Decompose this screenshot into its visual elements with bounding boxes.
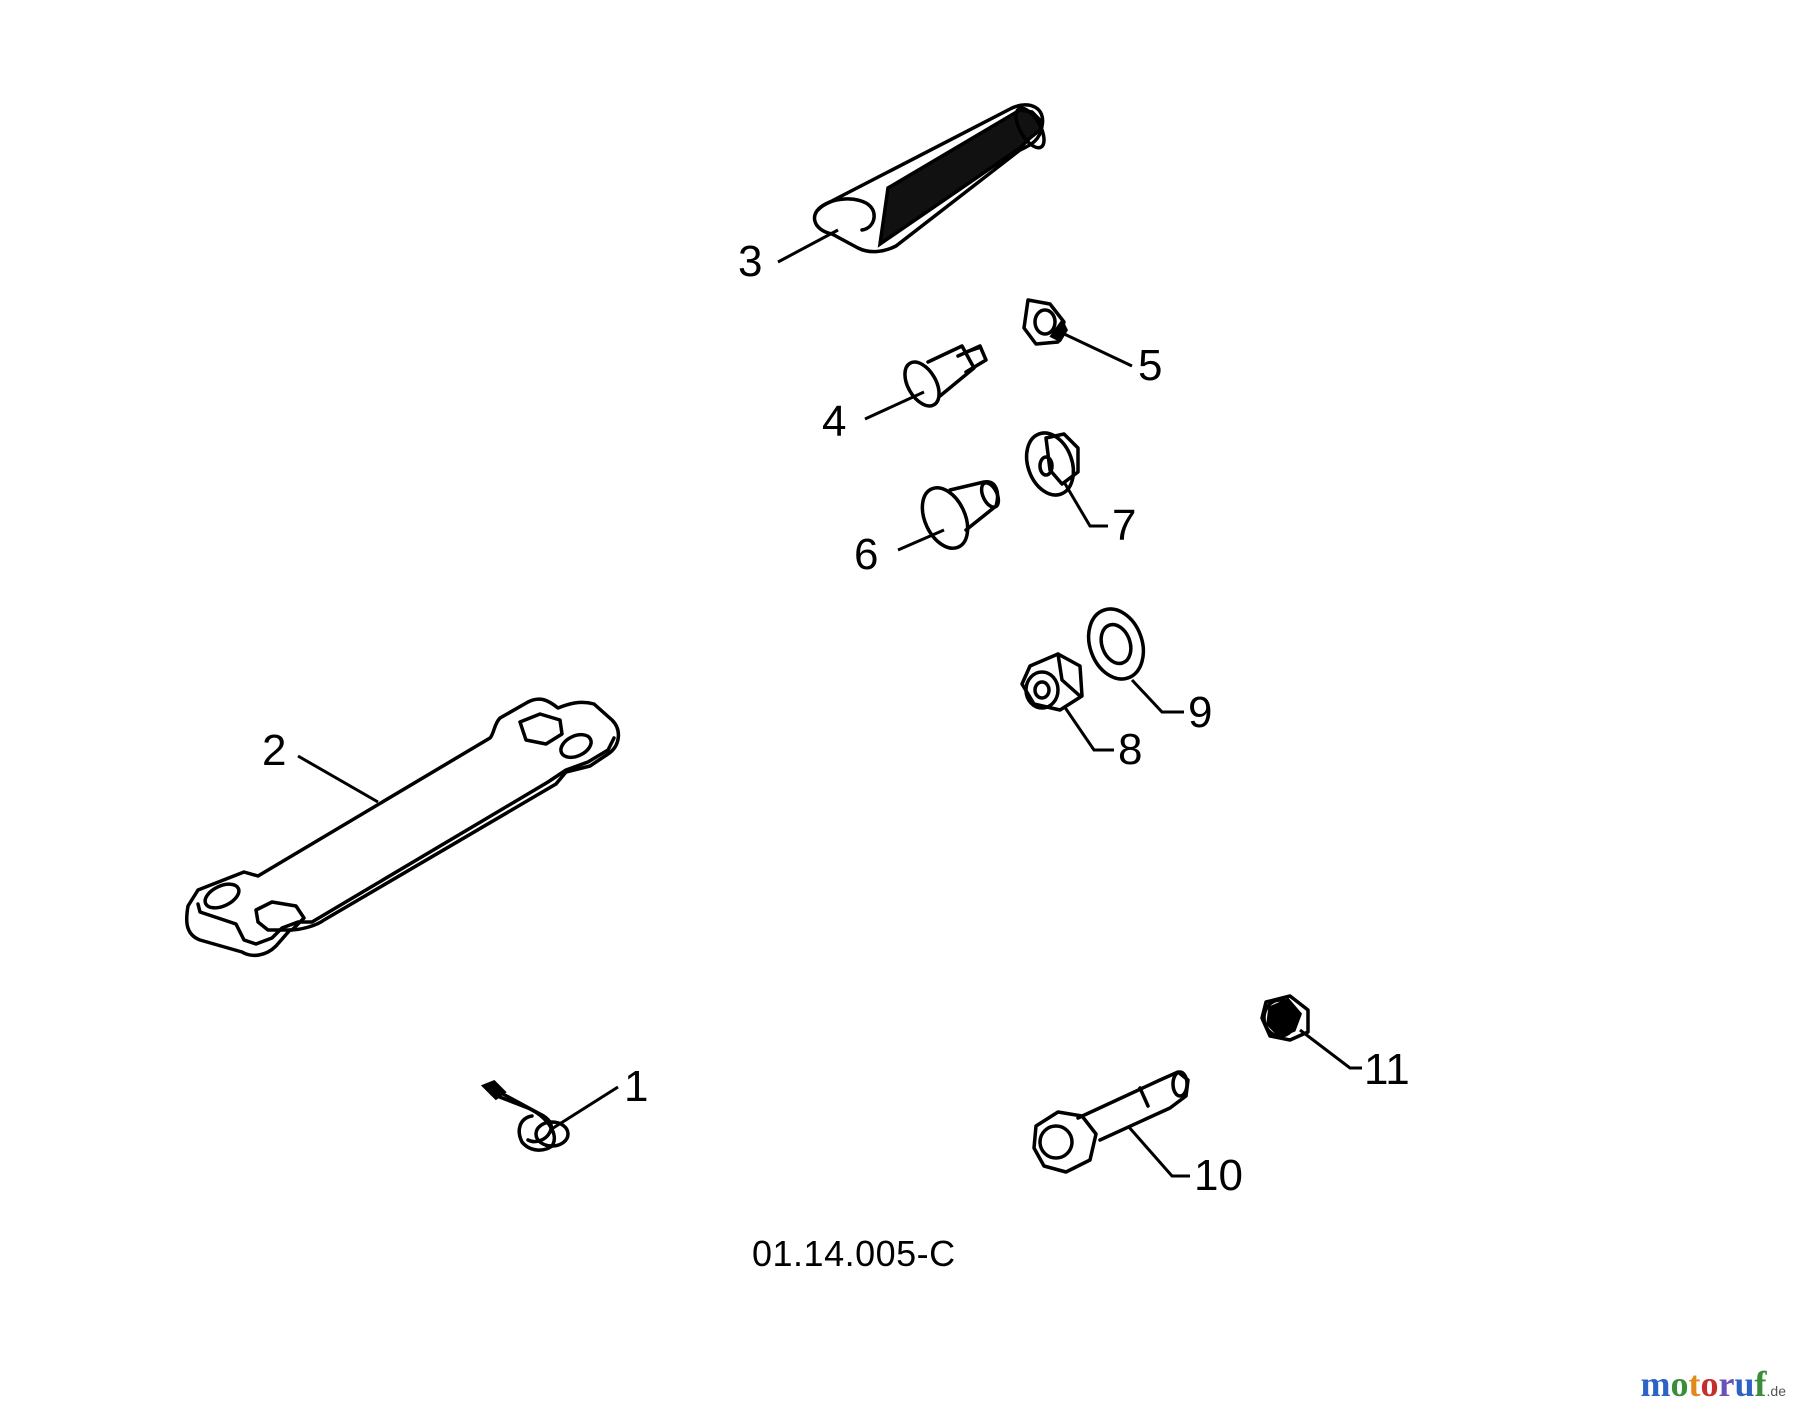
leader-11 (1299, 1028, 1362, 1070)
callout-labels: 1 2 3 4 5 6 7 8 9 10 11 (262, 237, 1410, 1200)
part-11-cap-nut (1260, 994, 1310, 1042)
callout-11: 11 (1364, 1045, 1410, 1094)
part-2-wrench (184, 697, 621, 958)
part-7-flange-nut (1024, 431, 1080, 497)
leader-2 (297, 754, 379, 804)
leader-7 (1062, 481, 1108, 528)
leader-1 (549, 1085, 619, 1132)
reference-code: 01.14.005-C (752, 1233, 956, 1274)
part-1-cotter-pin (480, 1079, 570, 1152)
part-6-mushroom-pin (920, 480, 1001, 550)
callout-8: 8 (1118, 725, 1142, 774)
leader-8 (1062, 705, 1114, 752)
part-5-small-nut (1022, 298, 1068, 346)
callout-6: 6 (854, 530, 878, 579)
callout-7: 7 (1112, 501, 1136, 550)
part-4-shoulder-pin (903, 344, 988, 408)
leader-6 (897, 528, 945, 552)
callout-4: 4 (822, 397, 846, 446)
callout-5: 5 (1138, 341, 1162, 390)
leader-9 (1130, 678, 1184, 714)
part-8-hex-nut (1020, 652, 1084, 712)
leader-3 (777, 228, 839, 264)
callout-9: 9 (1188, 688, 1212, 737)
part-3-threaded-pin (812, 103, 1046, 254)
leader-4 (864, 390, 925, 421)
leader-10 (1126, 1125, 1190, 1178)
watermark-logo: motoruf.de (1640, 1364, 1786, 1404)
callout-3: 3 (738, 237, 762, 286)
callout-1: 1 (624, 1062, 648, 1111)
callout-10: 10 (1194, 1151, 1243, 1200)
part-10-flange-bolt (1032, 1070, 1190, 1174)
callout-2: 2 (262, 726, 286, 775)
leader-5 (1059, 330, 1133, 368)
leader-lines (297, 228, 1362, 1178)
part-9-flat-washer (1086, 607, 1146, 681)
